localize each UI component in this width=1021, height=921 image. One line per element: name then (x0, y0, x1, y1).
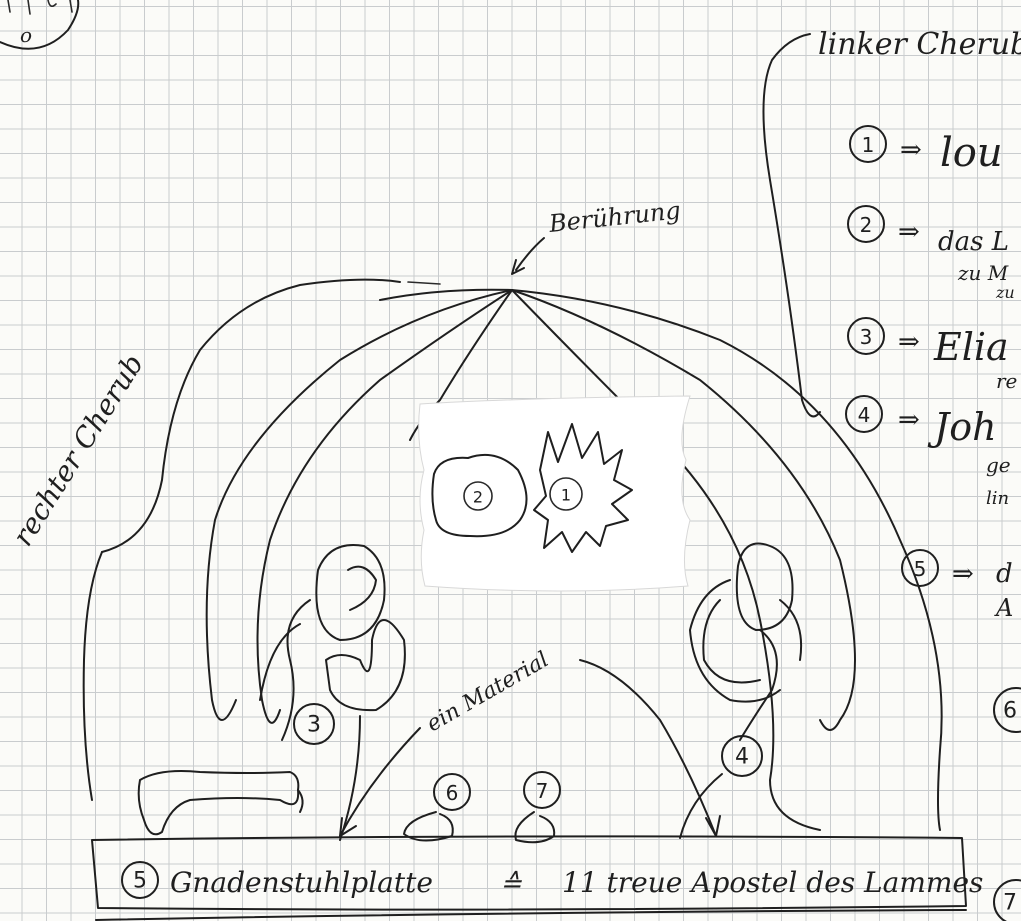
legend-item-7: 7 (994, 880, 1021, 921)
svg-text:ge: ge (986, 453, 1011, 477)
svg-text:4: 4 (858, 403, 871, 427)
svg-text:7: 7 (1003, 891, 1017, 916)
legend: 1 ⇒ lou 2 ⇒ das L zu M zu 3 ⇒ Elia re 4 … (846, 126, 1021, 921)
svg-text:Joh: Joh (927, 405, 997, 449)
marker-7: 7 (536, 779, 549, 803)
legend-item-6: 6 (994, 688, 1021, 732)
pasted-paper: 2 1 (419, 396, 690, 591)
legend-item-5: 5 ⇒ d A (902, 550, 1013, 622)
svg-text:3: 3 (860, 325, 873, 349)
marker-1: 1 (561, 486, 571, 505)
marker-3-group: 3 (294, 704, 334, 744)
legend-item-1: 1 ⇒ lou (850, 126, 1003, 176)
ein-material-text: ein Material (423, 647, 554, 737)
arrow-left (340, 728, 420, 836)
beruehrung-text: Berührung (547, 196, 682, 238)
svg-text:⇒: ⇒ (898, 217, 920, 247)
legend-item-2: 2 ⇒ das L zu M zu (848, 206, 1015, 302)
marker-6-group: 6 (404, 774, 470, 841)
svg-text:⇒: ⇒ (900, 135, 922, 165)
svg-text:6: 6 (1003, 699, 1017, 724)
svg-text:⇒: ⇒ (898, 405, 920, 435)
svg-text:lin: lin (986, 488, 1009, 509)
rechter-cherub-text: rechter Cherub (6, 348, 150, 551)
gnadenstuhlplatte-plate: 5 Gnadenstuhlplatte ≙ 11 treue Apostel d… (92, 836, 983, 920)
marker-4: 4 (735, 745, 749, 770)
svg-text:Elia: Elia (933, 325, 1009, 369)
marker-2: 2 (473, 488, 483, 507)
svg-text:5: 5 (914, 557, 927, 581)
equals-sign: ≙ (500, 869, 522, 899)
svg-text:re: re (996, 369, 1017, 393)
marker-5: 5 (133, 869, 147, 894)
linker-cherub-text: linker Cherub (818, 27, 1021, 62)
apostel-text: 11 treue Apostel des Lammes (562, 866, 983, 899)
svg-text:1: 1 (862, 133, 875, 157)
label-beruehrung: Berührung (408, 196, 682, 284)
label-ein-material: ein Material (340, 647, 722, 840)
left-figure (260, 545, 405, 740)
svg-text:⇒: ⇒ (952, 559, 974, 589)
legend-item-3: 3 ⇒ Elia re (848, 318, 1017, 393)
svg-text:A: A (994, 594, 1013, 622)
marker-6: 6 (446, 781, 459, 805)
marker-7-group: 7 (515, 772, 560, 842)
svg-text:zu: zu (995, 283, 1015, 302)
svg-text:das L: das L (938, 227, 1009, 257)
svg-text:d: d (996, 559, 1013, 589)
right-figure (690, 544, 801, 741)
label-rechter-cherub: rechter Cherub (6, 280, 400, 800)
svg-text:zu M: zu M (957, 261, 1009, 285)
svg-text:lou: lou (940, 130, 1003, 176)
svg-text:⇒: ⇒ (898, 327, 920, 357)
arrow-right (580, 660, 716, 836)
marker-4-group: 4 (722, 736, 762, 776)
svg-text:2: 2 (860, 213, 873, 237)
bottom-left-shape (139, 771, 303, 834)
corner-glyph: o (20, 23, 32, 47)
legend-item-4: 4 ⇒ Joh ge lin (846, 396, 1011, 509)
marker-3: 3 (307, 713, 321, 738)
corner-sketch: o (0, 0, 78, 49)
gnadenstuhlplatte-text: Gnadenstuhlplatte (170, 866, 433, 899)
